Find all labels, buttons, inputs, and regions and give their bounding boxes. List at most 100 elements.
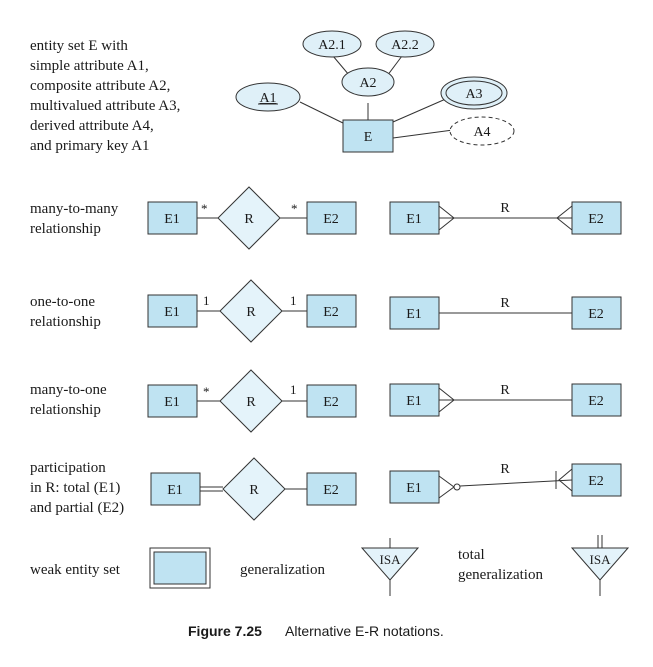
tgen-isa-triangle [570,547,630,581]
pa-e2-box [306,472,357,506]
oo-e2-box [306,294,357,328]
mm-relationship-diamond [217,186,281,250]
mo-cf-e1-label: E1 [406,394,422,409]
mo-e2-box [306,384,357,418]
pa-e1-box [150,472,201,506]
participation-label-2: in R: total (E1) [30,480,120,496]
mo-cf-e1-box [389,383,440,417]
entity-e-label: E [364,130,373,145]
figure-caption: Figure 7.25 Alternative E-R notations. [188,623,444,639]
pa-cf-e1-box [389,470,440,504]
desc-line-1: entity set E with [30,38,128,54]
oo-relationship-label: R [246,305,256,320]
oo-cf-rel-label: R [500,296,510,311]
attribute-a3-outer [440,76,508,110]
mm-e2-box [306,201,357,235]
mm-cf-e2-box [571,201,622,235]
row-one-to-one: one-to-one relationship E1 R E2 1 1 E1 E… [30,279,622,343]
pa-cf-e1-label: E1 [406,481,422,496]
pa-cf-left-crowfoot [438,475,455,499]
gen-isa-label: ISA [380,552,402,567]
total-generalization-label-2: generalization [458,567,543,583]
oo-left-mark: 1 [203,293,210,308]
generalization-label: generalization [240,562,325,578]
attribute-a3-label: A3 [465,87,482,102]
oo-cf-e2-label: E2 [588,307,604,322]
mm-cf-right-crowfoot [556,205,573,231]
participation-label-3: and partial (E2) [30,500,124,516]
desc-line-6: and primary key A1 [30,138,150,154]
pa-relationship-label: R [249,483,259,498]
pa-relationship-diamond [222,457,286,521]
oo-cf-e1-label: E1 [406,307,422,322]
mm-cf-e1-box [389,201,440,235]
connector-e-a4 [392,129,454,139]
attribute-a2-1 [302,30,362,58]
many-to-one-label-1: many-to-one [30,382,107,398]
many-to-many-label-2: relationship [30,221,101,237]
mo-relationship-label: R [246,395,256,410]
tgen-isa-label: ISA [590,552,612,567]
oo-e1-box [147,294,198,328]
connector-e-a1 [299,101,346,125]
mm-cf-e1-label: E1 [406,212,422,227]
weak-entity-inner-box [153,551,207,585]
pa-cf-right-crowfoot [558,468,573,492]
attribute-diagram: A2.1 A2.2 A2 A1 A3 A4 E [235,30,515,153]
mm-right-mark: * [291,201,298,216]
oo-e1-label: E1 [164,305,180,320]
row-participation: participation in R: total (E1) and parti… [30,457,622,521]
mm-cf-left-crowfoot [438,205,455,231]
caption-text: Alternative E-R notations. [285,623,444,639]
attribute-a1-label: A1 [259,91,276,106]
pa-e1-label: E1 [167,483,183,498]
attribute-a2-2-label: A2.2 [391,38,419,53]
pa-cf-rel-label: R [500,462,510,477]
mo-e1-label: E1 [164,395,180,410]
mm-e1-label: E1 [164,212,180,227]
mo-relationship-diamond [219,369,283,433]
many-to-many-label-1: many-to-many [30,201,119,217]
total-generalization-label-1: total [458,547,485,563]
desc-line-3: composite attribute A2, [30,78,170,94]
pa-cf-e2-box [571,463,622,497]
mo-cf-rel-label: R [500,383,510,398]
row-bottom: weak entity set generalization ISA total… [30,535,630,596]
one-to-one-label-1: one-to-one [30,294,95,310]
mm-e2-label: E2 [323,212,339,227]
oo-e2-label: E2 [323,305,339,320]
entity-e [342,119,394,153]
pa-cf-optional-circle [453,483,461,491]
mo-cf-e2-label: E2 [588,394,604,409]
mo-cf-left-crowfoot [438,387,455,413]
mm-cf-rel-label: R [500,201,510,216]
oo-right-mark: 1 [290,293,297,308]
gen-isa-triangle [360,547,420,581]
attributes-description: entity set E with simple attribute A1, c… [30,38,180,154]
weak-entity-label: weak entity set [30,562,121,578]
mm-e1-box [147,201,198,235]
mo-cf-e2-box [571,383,622,417]
oo-cf-e1-box [389,296,440,330]
desc-line-2: simple attribute A1, [30,58,149,74]
attribute-a2-1-label: A2.1 [318,38,346,53]
attribute-a1 [235,82,301,112]
mm-left-mark: * [201,201,208,216]
caption-figure-number: Figure 7.25 [188,623,262,639]
connector-e-a3 [392,97,449,123]
participation-label-1: participation [30,460,106,476]
oo-relationship-diamond [219,279,283,343]
mm-relationship-label: R [244,212,254,227]
attribute-a2 [341,67,395,97]
desc-line-4: multivalued attribute A3, [30,98,180,114]
attribute-a2-label: A2 [359,76,376,91]
mo-e1-box [147,384,198,418]
attribute-a2-2 [375,30,435,58]
mo-e2-label: E2 [323,395,339,410]
desc-line-5: derived attribute A4, [30,118,154,134]
one-to-one-label-2: relationship [30,314,101,330]
pa-cf-e2-label: E2 [588,474,604,489]
oo-cf-e2-box [571,296,622,330]
pa-cf-line [459,479,573,487]
